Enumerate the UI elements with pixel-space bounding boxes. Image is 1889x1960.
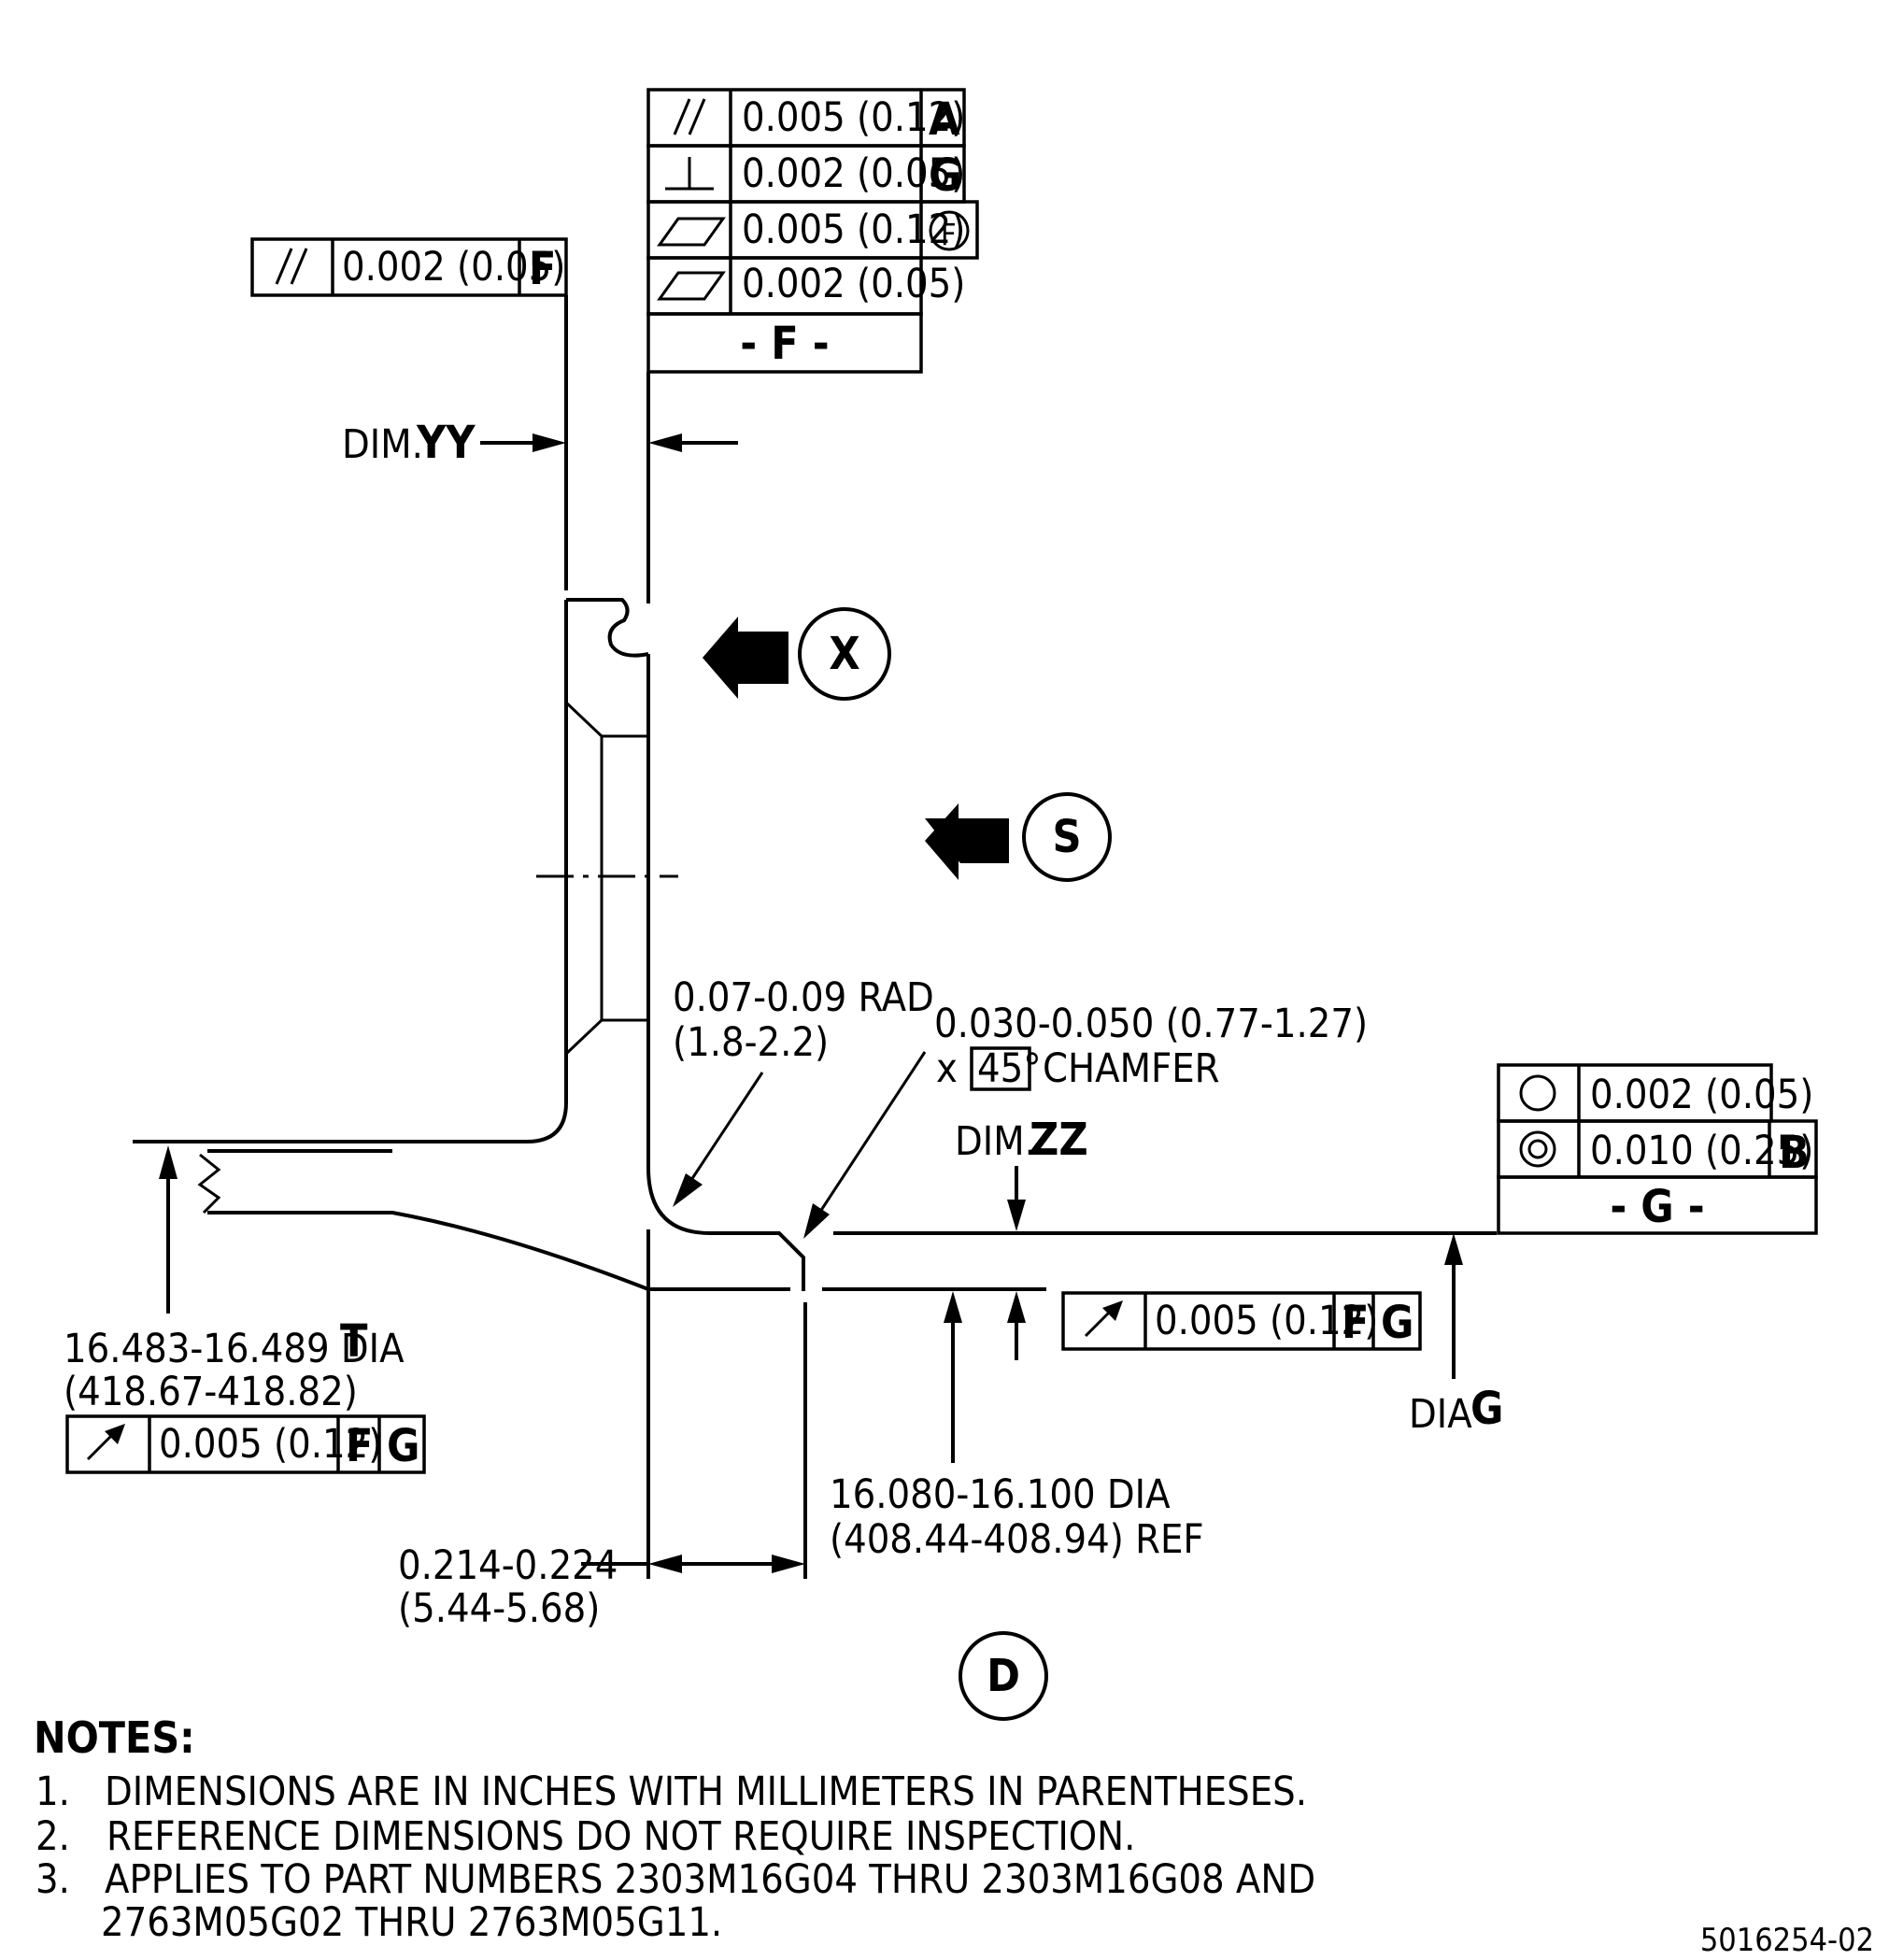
fcf-top-tol-4: 0.002 (0.05) <box>742 261 965 307</box>
dim-zz: DIM. ZZ <box>955 1114 1088 1360</box>
parallelism-icon <box>673 98 706 135</box>
fcf-runout-mid-datum-2: G <box>1381 1297 1413 1349</box>
fcf-left-top-tol: 0.002 (0.05) <box>342 244 565 291</box>
view-d-label: D <box>987 1650 1020 1702</box>
note-3-num: 3. <box>36 1856 70 1903</box>
dia-t-line-1: 16.483-16.489 DIA <box>64 1326 405 1372</box>
fcf-top-datum-3: F <box>941 217 957 252</box>
chamfer-note: 0.030-0.050 (0.77-1.27) x 45° CHAMFER <box>803 1001 1368 1239</box>
datum-f-label: - F - <box>740 318 829 370</box>
dia-ref-line-1: 16.080-16.100 DIA <box>830 1471 1171 1518</box>
part-profile <box>133 598 1497 1579</box>
fcf-runout-left-tol: 0.005 (0.12) <box>159 1421 382 1468</box>
fcf-top-datum-1: A <box>929 93 960 146</box>
fcf-runout-mid-datum-1: F <box>1342 1297 1370 1349</box>
dia-g-prefix: DIA <box>1409 1391 1472 1438</box>
dim-zz-name: ZZ <box>1030 1114 1088 1166</box>
fcf-runout-left: 0.005 (0.12) F G <box>65 1414 426 1474</box>
runout-icon <box>86 1424 125 1461</box>
flatness-icon <box>657 271 726 301</box>
note-1-num: 1. <box>36 1768 70 1815</box>
note-2-num: 2. <box>36 1813 70 1860</box>
fcf-left-top: 0.002 (0.05) F <box>250 237 568 297</box>
fcf-runout-left-datum-1: F <box>346 1420 374 1472</box>
concentricity-icon <box>1519 1130 1556 1168</box>
fcf-runout-mid: 0.005 (0.12) F G <box>1061 1291 1422 1351</box>
fcf-top-tol-2: 0.002 (0.05) <box>742 150 965 197</box>
rad-note: 0.07-0.09 RAD (1.8-2.2) <box>673 974 934 1207</box>
view-d-marker: D <box>959 1631 1048 1721</box>
rad-line-1: 0.07-0.09 RAD <box>673 974 934 1021</box>
thickness-dim: 0.214-0.224 (5.44-5.68) <box>398 1542 805 1632</box>
note-1-text: DIMENSIONS ARE IN INCHES WITH MILLIMETER… <box>105 1768 1307 1815</box>
fcf-top: 0.005 (0.12) 0.002 (0.05) 0.005 (0.12) 0… <box>646 88 979 374</box>
fcf-right: 0.002 (0.05) 0.010 (0.25) B - G - <box>1497 1063 1818 1235</box>
rad-line-2: (1.8-2.2) <box>673 1019 829 1066</box>
fcf-right-tol-1: 0.002 (0.05) <box>1590 1072 1813 1118</box>
dia-ref: 16.080-16.100 DIA (408.44-408.94) REF <box>830 1291 1204 1563</box>
fcf-right-tol-2: 0.010 (0.25) <box>1590 1128 1813 1174</box>
thickness-line-1: 0.214-0.224 <box>398 1542 618 1589</box>
drawing-number: 5016254-02 <box>1700 1922 1874 1959</box>
fcf-top-tol-1: 0.005 (0.12) <box>742 94 965 141</box>
view-x-label: X <box>829 628 859 680</box>
flatness-icon <box>657 217 726 247</box>
circularity-icon <box>1519 1074 1556 1112</box>
fcf-runout-left-datum-2: G <box>387 1420 419 1472</box>
dia-t-line-2: (418.67-418.82) <box>64 1369 358 1415</box>
thickness-line-2: (5.44-5.68) <box>398 1585 600 1632</box>
note-3-cont-text: 2763M05G02 THRU 2763M05G11. <box>101 1899 722 1946</box>
fcf-runout-mid-tol: 0.005 (0.12) <box>1155 1298 1378 1344</box>
fcf-top-datum-2: G <box>929 149 961 202</box>
notes: NOTES: 1. DIMENSIONS ARE IN INCHES WITH … <box>34 1712 1315 1946</box>
view-s-marker: S <box>925 792 1112 882</box>
perpendicularity-icon <box>665 157 714 191</box>
chamfer-prefix: x <box>936 1045 958 1092</box>
note-2-text: REFERENCE DIMENSIONS DO NOT REQUIRE INSP… <box>107 1813 1135 1860</box>
dia-g-name: G <box>1470 1383 1503 1435</box>
note-3-text: APPLIES TO PART NUMBERS 2303M16G04 THRU … <box>105 1856 1315 1903</box>
dia-ref-line-2: (408.44-408.94) REF <box>830 1516 1204 1563</box>
fcf-left-top-datum: F <box>529 243 557 295</box>
dia-t-name: T <box>340 1315 368 1368</box>
chamfer-line-1: 0.030-0.050 (0.77-1.27) <box>934 1001 1368 1047</box>
datum-g-label: - G - <box>1610 1181 1704 1233</box>
circled-datum-icon <box>929 210 970 251</box>
dim-zz-prefix: DIM. <box>955 1118 1036 1165</box>
dim-yy-name: YY <box>416 417 476 469</box>
fcf-top-tol-3: 0.005 (0.12) <box>742 206 965 253</box>
dim-yy: DIM. YY <box>342 295 738 604</box>
dia-g: DIA G <box>1409 1233 1503 1438</box>
chamfer-suffix: CHAMFER <box>1043 1045 1220 1092</box>
fcf-right-datum-2: B <box>1779 1127 1810 1179</box>
dim-yy-prefix: DIM. <box>342 421 423 468</box>
view-x-marker: X <box>703 607 891 701</box>
view-s-label: S <box>1052 811 1081 863</box>
parallelism-icon <box>275 248 308 285</box>
chamfer-angle: 45° <box>977 1045 1042 1092</box>
notes-title: NOTES: <box>34 1712 195 1763</box>
dia-t: 16.483-16.489 DIA T (418.67-418.82) <box>64 1145 405 1415</box>
runout-icon <box>1084 1300 1123 1338</box>
